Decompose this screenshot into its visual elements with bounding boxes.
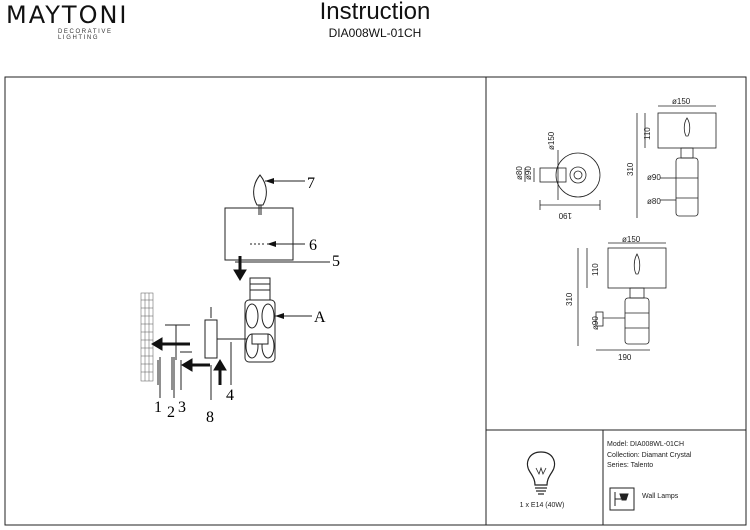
dim-side-shade-diam: ø150 — [672, 97, 691, 106]
dim-top-width-190: 190 — [558, 211, 572, 220]
lamp-spec: 1 x E14 (40W) — [519, 502, 565, 509]
dim-front-diam-90: ø90 — [591, 316, 600, 330]
dim-front-total-h: 310 — [565, 292, 574, 306]
bulb-icon — [526, 451, 556, 495]
dim-top-diam-90: ø90 — [524, 166, 533, 180]
callout-6: 6 — [309, 237, 317, 254]
dim-top-diam-150: ø150 — [547, 131, 556, 150]
front-view — [577, 242, 667, 351]
callout-4: 4 — [226, 387, 234, 404]
wall-hatch — [140, 292, 154, 382]
socket — [249, 277, 271, 301]
spec-series: Series: Talento — [607, 462, 654, 469]
top-view — [524, 150, 601, 210]
category-label: Wall Lamps — [642, 493, 679, 500]
callout-2: 2 — [167, 404, 175, 421]
bulb-drawing — [253, 174, 267, 206]
dim-side-total-h: 310 — [626, 162, 635, 176]
page-title: Instruction — [319, 0, 431, 25]
spec-collection: Collection: Diamant Crystal — [607, 451, 692, 459]
dim-front-shade-diam: ø150 — [622, 235, 641, 244]
callout-1: 1 — [154, 399, 162, 416]
callout-8: 8 — [206, 409, 214, 426]
outer-frame — [4, 76, 747, 526]
side-view — [636, 105, 717, 218]
dim-top-diam-80: ø80 — [515, 166, 524, 180]
assembly-arrows — [151, 256, 247, 385]
brand-name: MAYTONI — [6, 1, 129, 29]
mounting-plate — [204, 319, 218, 359]
dim-side-diam-90: ø90 — [647, 173, 661, 182]
lampshade — [224, 207, 294, 261]
wall-lamp-icon — [609, 487, 635, 511]
crystal-body — [244, 299, 276, 363]
callout-5: 5 — [332, 253, 340, 270]
brand-logo: MAYTONI DECORATIVE LIGHTING — [6, 2, 146, 42]
callout-7: 7 — [307, 175, 315, 192]
assembly-diagram — [140, 174, 295, 390]
spec-model: Model: DIA008WL-01CH — [607, 441, 685, 448]
brand-tagline: DECORATIVE LIGHTING — [58, 29, 113, 41]
dim-side-diam-80: ø80 — [647, 197, 661, 206]
callout-A: A — [314, 309, 326, 326]
dim-side-shade-h: 110 — [643, 127, 652, 140]
model-code: DIA008WL-01CH — [328, 26, 422, 40]
document-header: Instruction DIA008WL-01CH — [300, 0, 450, 40]
dim-front-width: 190 — [618, 353, 632, 362]
dim-front-shade-h: 110 — [591, 263, 600, 276]
callout-3: 3 — [178, 399, 186, 416]
spec-block: Model: DIA008WL-01CH Collection: Diamant… — [607, 440, 691, 472]
